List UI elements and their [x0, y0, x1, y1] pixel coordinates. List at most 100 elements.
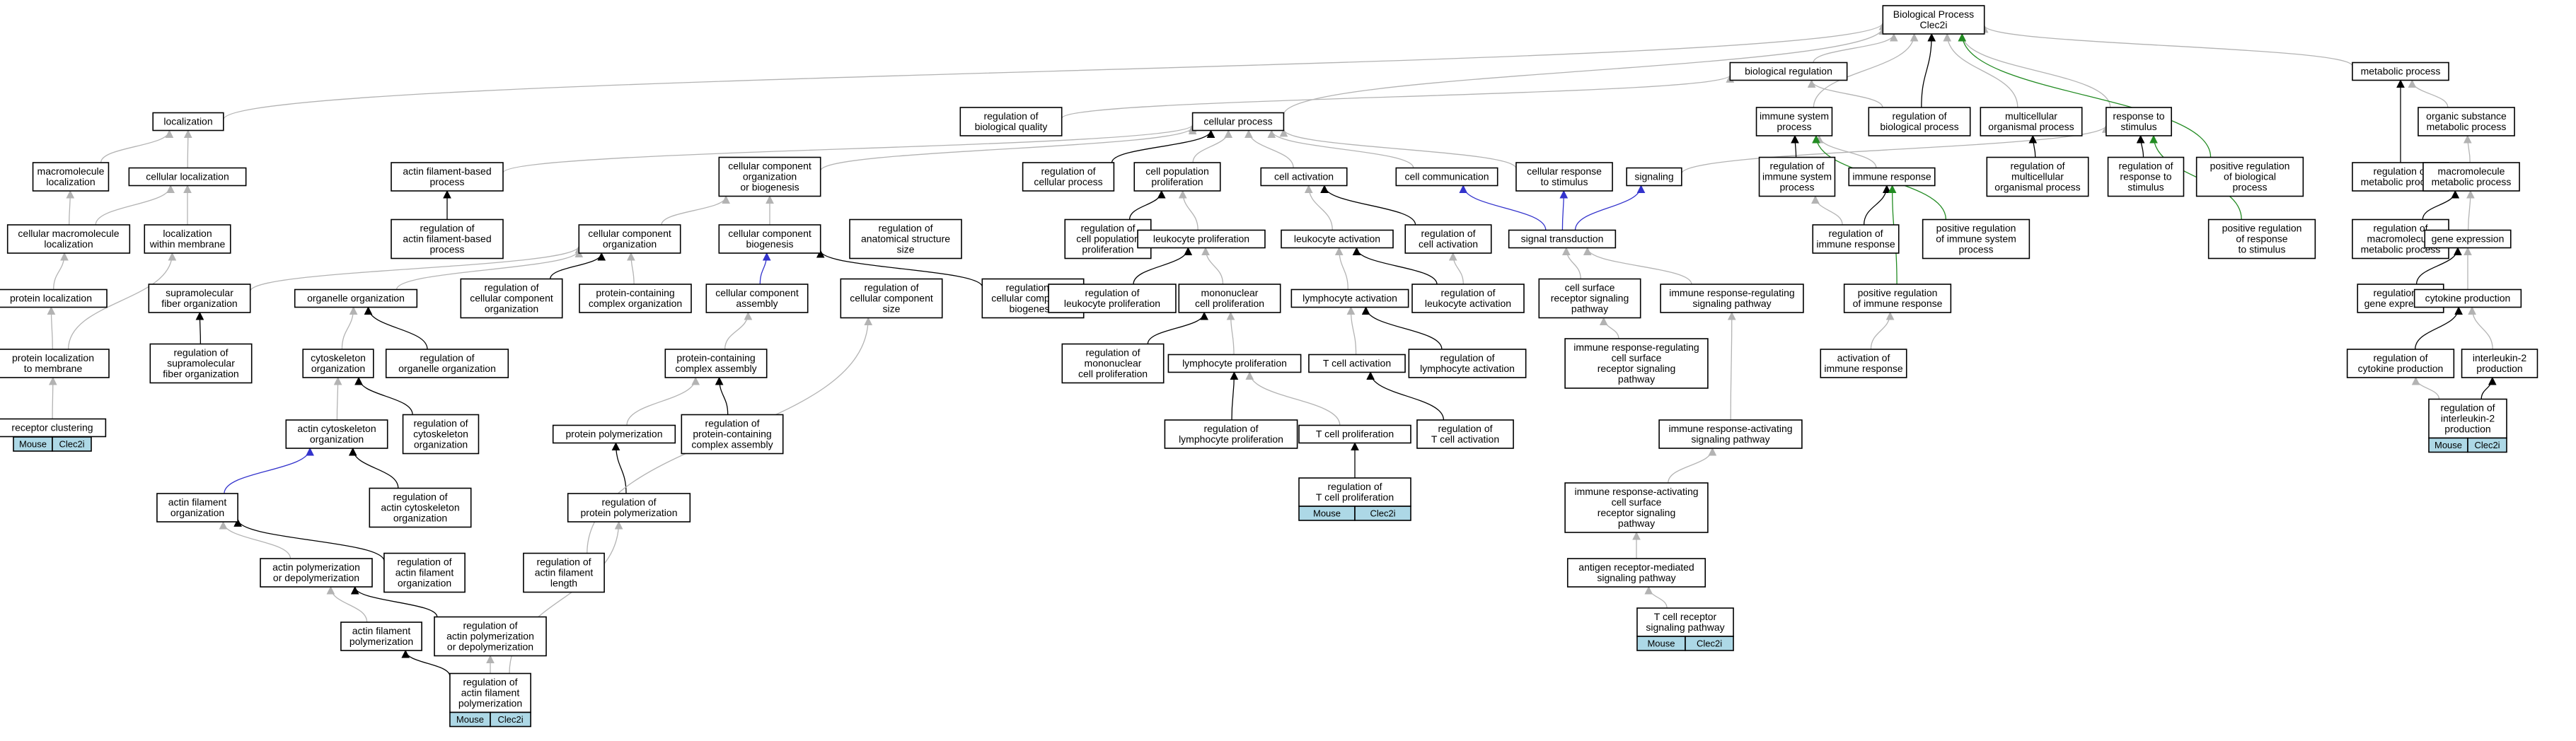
node-label: organization	[603, 238, 657, 250]
go-term-node-reg-interleukin2-production[interactable]: regulation ofinterleukin-2productionMous…	[2428, 398, 2507, 453]
go-term-node-protein-polymerization[interactable]: protein polymerization	[552, 424, 676, 444]
go-term-node-cellular-process[interactable]: cellular process	[1191, 112, 1285, 132]
node-label: T cell receptor	[1654, 611, 1717, 622]
go-term-node-receptor-clustering[interactable]: receptor clustering	[0, 418, 107, 438]
node-label: size	[897, 244, 915, 255]
node-label: interleukin-2	[2441, 413, 2495, 424]
go-term-node-leukocyte-activation[interactable]: leukocyte activation	[1281, 229, 1394, 249]
go-term-node-cellular-localization[interactable]: cellular localization	[128, 167, 247, 187]
go-term-node-cytokine-production[interactable]: cytokine production	[2413, 288, 2522, 308]
go-term-node-metabolic-process[interactable]: metabolic process	[2352, 62, 2449, 81]
go-term-node-leukocyte-proliferation[interactable]: leukocyte proliferation	[1137, 229, 1266, 249]
go-term-node-immune-response[interactable]: immune response	[1848, 167, 1936, 187]
go-term-node-protein-localization[interactable]: protein localization	[0, 288, 108, 308]
node-label: cytokine production	[2425, 293, 2511, 304]
go-term-node-localization[interactable]: localization	[152, 112, 224, 132]
go-term-node-signaling[interactable]: signaling	[1626, 167, 1682, 187]
go-term-node-cell-communication[interactable]: cell communication	[1395, 167, 1498, 187]
go-term-node-gene-expression[interactable]: gene expression	[2424, 229, 2512, 249]
go-term-node-t-cell-proliferation[interactable]: T cell proliferation	[1298, 424, 1411, 444]
go-term-node-lymphocyte-proliferation[interactable]: lymphocyte proliferation	[1167, 354, 1302, 373]
go-term-node-biological-regulation[interactable]: biological regulation	[1729, 62, 1848, 81]
go-term-node-organelle-organization[interactable]: organelle organization	[294, 288, 418, 308]
go-term-node-signal-transduction[interactable]: signal transduction	[1508, 229, 1617, 249]
go-term-node-t-cell-activation[interactable]: T cell activation	[1308, 354, 1406, 373]
go-term-node-reg-t-cell-activation[interactable]: regulation ofT cell activation	[1416, 419, 1514, 449]
go-term-node-lymphocyte-activation[interactable]: lymphocyte activation	[1290, 288, 1409, 308]
go-term-node-cell-activation[interactable]: cell activation	[1260, 167, 1348, 187]
node-box	[1137, 229, 1266, 249]
